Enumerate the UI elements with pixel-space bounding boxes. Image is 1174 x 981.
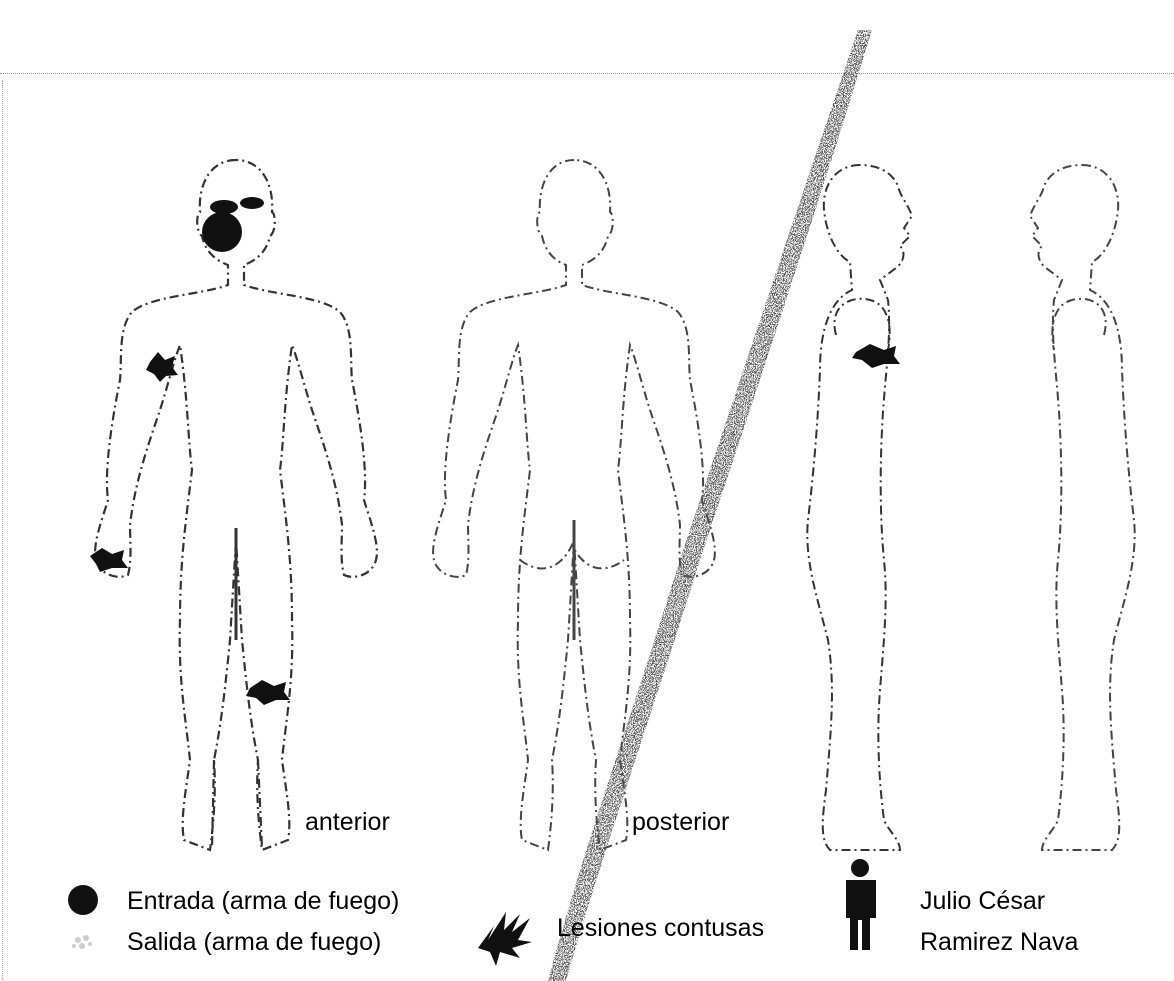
figure-anterior (95, 160, 377, 850)
contusas-icon (478, 912, 532, 966)
figure-posterior (433, 160, 715, 850)
diagonal-slash (548, 30, 872, 981)
lateral-right-arm (834, 299, 889, 350)
contusa-eye (210, 200, 238, 214)
lateral-left-arm (1052, 299, 1105, 350)
lateral-left-outline (1030, 165, 1135, 850)
figure-lateral-right (807, 165, 912, 850)
anterior-outline (95, 160, 377, 850)
label-anterior: anterior (305, 808, 390, 837)
contusa-chest (852, 344, 900, 368)
figure-lateral-left (1030, 165, 1135, 850)
contusa-eye-2 (240, 197, 264, 209)
legend-person-line1: Julio César (920, 885, 1045, 917)
legend-contusas-label: Lesiones contusas (557, 912, 764, 944)
lateral-right-outline (807, 165, 912, 850)
contusa-knee (246, 680, 290, 705)
legend-salida-label: Salida (arma de fuego) (127, 926, 381, 958)
contusa-hand (90, 548, 128, 572)
label-posterior: posterior (632, 808, 729, 837)
posterior-outline (433, 160, 715, 850)
salida-icon (72, 935, 92, 949)
entrada-wound-face (202, 212, 242, 252)
entrada-icon (68, 885, 98, 915)
legend-entrada-label: Entrada (arma de fuego) (127, 885, 399, 917)
legend-person-line2: Ramirez Nava (920, 926, 1078, 958)
person-icon (846, 859, 876, 950)
